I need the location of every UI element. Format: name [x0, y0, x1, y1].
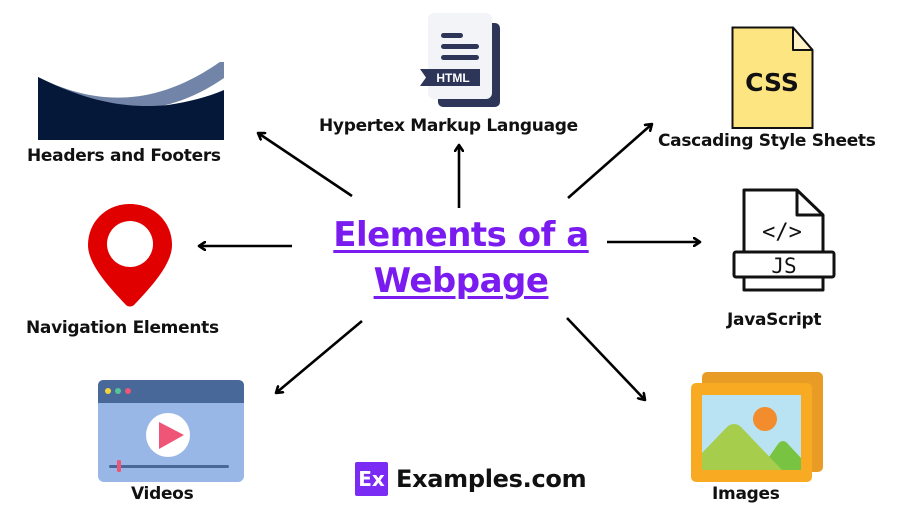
- wave-banner-icon: [38, 62, 224, 140]
- map-pin-icon: [88, 204, 172, 307]
- label-html: Hypertex Markup Language: [319, 116, 578, 136]
- html-icon-text: HTML: [436, 71, 469, 85]
- arrow-to-videos: [276, 320, 363, 393]
- css-icon-text: CSS: [745, 68, 799, 97]
- video-player-icon: [98, 380, 244, 482]
- label-javascript: JavaScript: [727, 310, 822, 330]
- diagram-title: Elements of a Webpage: [300, 212, 622, 304]
- js-icon-text: JS: [771, 254, 796, 278]
- code-brackets-glyph: </>: [762, 220, 802, 245]
- html-file-icon: HTML: [420, 13, 500, 107]
- title-line-2: Webpage: [373, 261, 549, 301]
- js-file-icon: </> JS: [732, 188, 836, 292]
- css-file-icon: CSS: [731, 26, 814, 129]
- label-css: Cascading Style Sheets: [658, 131, 876, 151]
- image-gallery-icon: [691, 372, 823, 482]
- arrow-to-css: [567, 124, 652, 199]
- brand-logo: Ex Examples.com: [355, 462, 587, 496]
- brand-badge: Ex: [355, 462, 388, 496]
- label-headers-footers: Headers and Footers: [27, 146, 221, 166]
- title-line-1: Elements of a: [333, 215, 589, 255]
- arrow-to-images: [566, 317, 645, 400]
- label-videos: Videos: [131, 484, 194, 504]
- label-navigation: Navigation Elements: [26, 318, 219, 338]
- brand-name: Examples.com: [396, 465, 587, 493]
- label-images: Images: [712, 484, 780, 504]
- arrow-to-headers-footers: [258, 133, 353, 198]
